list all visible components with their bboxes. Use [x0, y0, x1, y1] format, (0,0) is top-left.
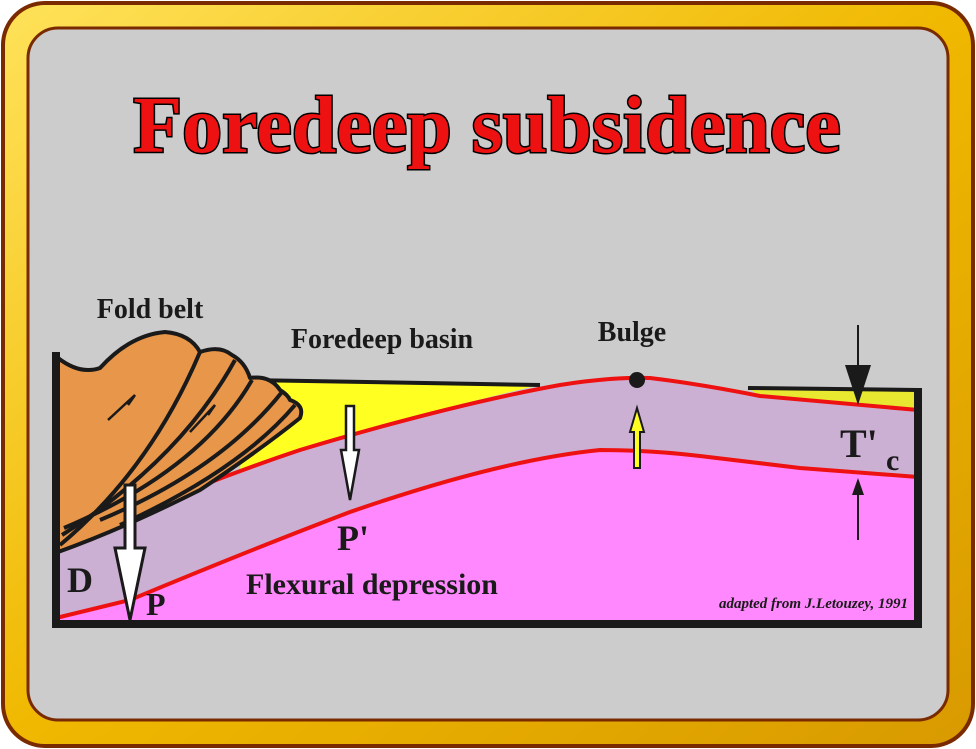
label-bulge: Bulge: [598, 317, 666, 348]
diagram-title: Foredeep subsidence: [133, 82, 840, 170]
label-d: D: [67, 560, 93, 600]
subsidence-arrow-p: [113, 483, 147, 621]
subsidence-arrow-p-prime: [339, 404, 361, 501]
label-p: P: [146, 586, 166, 622]
bulge-point: [629, 372, 645, 388]
right-top-line: [747, 386, 919, 392]
uplift-arrow: [628, 404, 646, 469]
foredeep-sediment: [240, 380, 540, 470]
crust-layer: [56, 377, 918, 618]
label-fold-belt: Fold belt: [97, 294, 204, 325]
label-p-prime: P': [337, 518, 369, 558]
thickness-arrow-bottom: [852, 478, 864, 540]
lower-boundary-line: [55, 447, 919, 620]
label-tc-subscript: c: [886, 444, 899, 477]
credit-text: adapted from J.Letouzey, 1991: [719, 596, 908, 612]
thickness-arrow-top: [845, 325, 871, 405]
mantle-layer: [56, 450, 918, 622]
section-box: [52, 352, 922, 628]
label-foredeep-basin: Foredeep basin: [291, 324, 474, 355]
label-tc: T': [840, 421, 878, 466]
label-flexural-depression: Flexural depression: [246, 568, 498, 601]
basin-top-line: [249, 378, 541, 387]
